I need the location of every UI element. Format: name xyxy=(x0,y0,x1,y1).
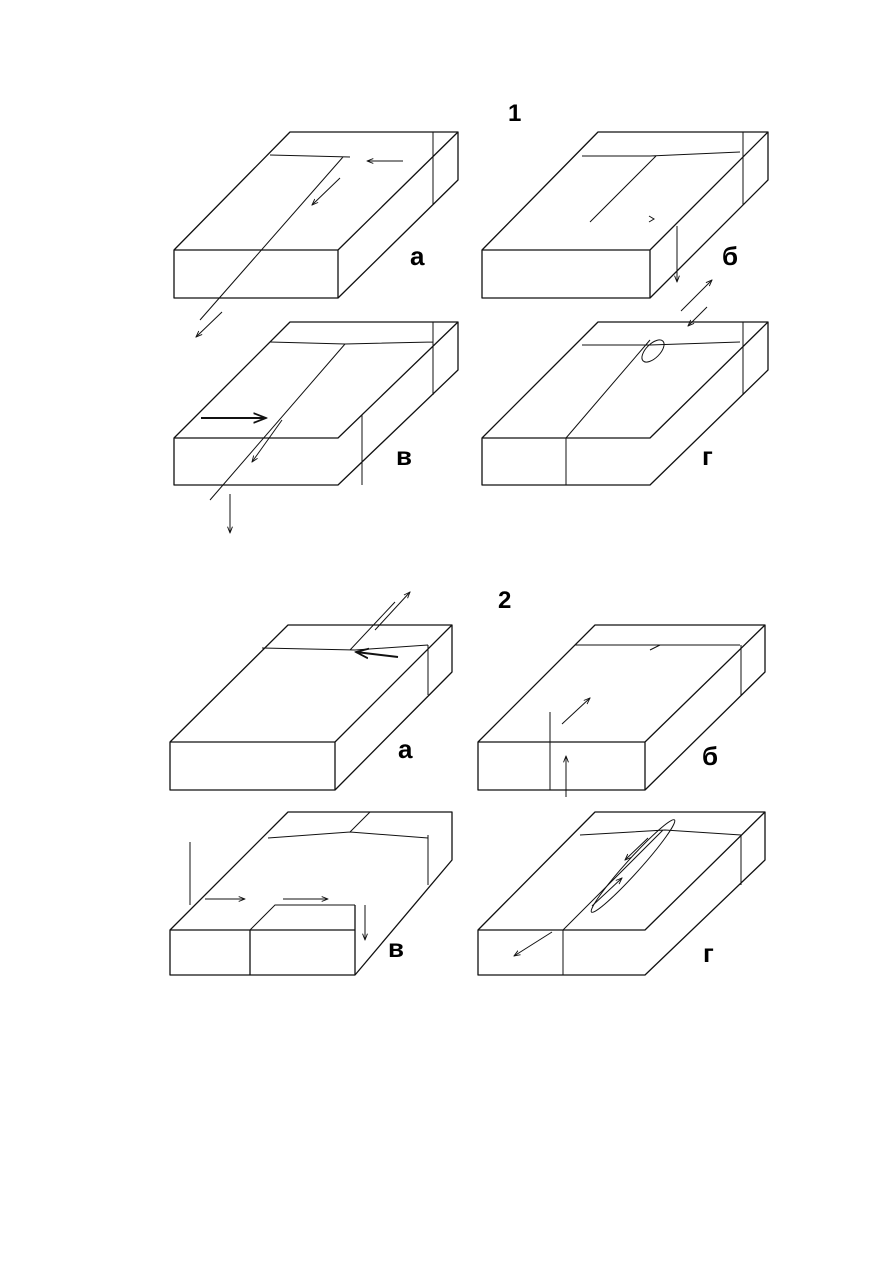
block-2g xyxy=(477,811,766,976)
block-outline xyxy=(173,321,459,486)
arrow xyxy=(591,878,622,907)
panel-label-2g: г xyxy=(703,938,714,968)
arrow xyxy=(561,698,590,725)
block-2v xyxy=(169,811,453,976)
arrow xyxy=(625,837,649,860)
block-2b xyxy=(477,624,766,797)
arrow xyxy=(688,306,708,326)
block-2a xyxy=(169,592,453,791)
block-1a xyxy=(173,131,459,337)
block-outline xyxy=(169,624,453,791)
block-outline xyxy=(481,131,769,299)
panel-label-1g: г xyxy=(702,441,713,471)
arrow xyxy=(252,419,283,462)
fault-loop xyxy=(590,819,676,913)
group-2-number: 2 xyxy=(498,587,511,614)
panel-label-1a: а xyxy=(410,241,425,271)
block-outline xyxy=(477,811,766,976)
arrow xyxy=(196,311,223,337)
group-1-number: 1 xyxy=(508,100,521,127)
panel-label-2v: в xyxy=(388,933,404,963)
block-outline xyxy=(173,131,459,299)
block-outline xyxy=(477,624,766,791)
arrow xyxy=(312,177,341,205)
arrow xyxy=(680,280,712,312)
block-1b xyxy=(481,131,769,299)
panel-label-1v: в xyxy=(396,441,412,471)
block-1g xyxy=(481,280,769,486)
fault-loop xyxy=(641,339,665,363)
arrow xyxy=(374,592,410,631)
panel-label-2a: а xyxy=(398,734,413,764)
block-outline xyxy=(169,811,453,976)
block-outline xyxy=(481,321,769,486)
arrow xyxy=(514,931,553,956)
panel-label-1b: б xyxy=(722,241,738,271)
panel-label-2b: б xyxy=(702,741,718,771)
arrow xyxy=(356,652,399,657)
block-1v xyxy=(173,321,459,533)
